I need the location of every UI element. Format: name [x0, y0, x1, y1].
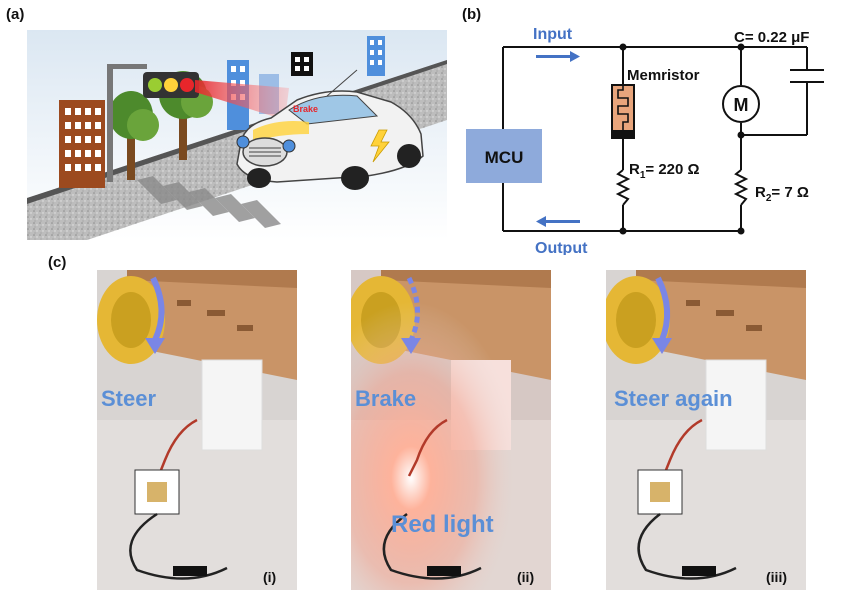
panel-label-a: (a)	[6, 6, 25, 23]
junction-dots	[619, 43, 745, 235]
panel-label-b: (b)	[462, 6, 482, 23]
traffic-scene-illustration: Brake	[27, 30, 447, 240]
motor-symbol	[722, 85, 760, 123]
photo-steer-again: Steer again (iii)	[606, 270, 806, 590]
car-brake-label: Brake	[293, 104, 318, 114]
photo-brake: Brake Red light (ii)	[351, 270, 551, 590]
memristor-symbol	[611, 84, 635, 139]
car-illustration	[236, 69, 424, 190]
mcu-block	[466, 129, 542, 183]
capacitor-label: C= 0.22 μF	[734, 29, 809, 46]
circuit-diagram: MCU M Input Output Memristor C= 0.22 μF …	[466, 26, 824, 255]
crosswalk	[137, 176, 281, 228]
photo-steer: Steer (i)	[97, 270, 297, 590]
output-arrow	[536, 216, 580, 227]
building-left	[59, 100, 105, 188]
mcu-label: MCU	[485, 148, 524, 167]
motor-label: M	[734, 95, 749, 115]
photo-action-label: Steer again	[614, 386, 733, 411]
photo-index: (i)	[263, 569, 276, 585]
trees	[109, 71, 213, 180]
circuit-wires	[502, 46, 824, 232]
red-light-beam	[195, 80, 289, 120]
input-label: Input	[533, 26, 573, 43]
traffic-light	[107, 64, 199, 182]
panel-label-c: (c)	[48, 254, 67, 271]
r2-label: R2= 7 Ω	[755, 184, 809, 204]
photo-action-label: Steer	[101, 386, 156, 411]
photo-extra-label: Red light	[391, 511, 494, 538]
photo-index: (ii)	[517, 569, 534, 585]
r1-label: R1= 220 Ω	[629, 161, 700, 181]
input-arrow	[536, 51, 580, 62]
photo-action-label: Brake	[355, 386, 416, 411]
memristor-label: Memristor	[627, 67, 700, 84]
photo-index: (iii)	[766, 569, 787, 585]
output-label: Output	[535, 240, 588, 255]
